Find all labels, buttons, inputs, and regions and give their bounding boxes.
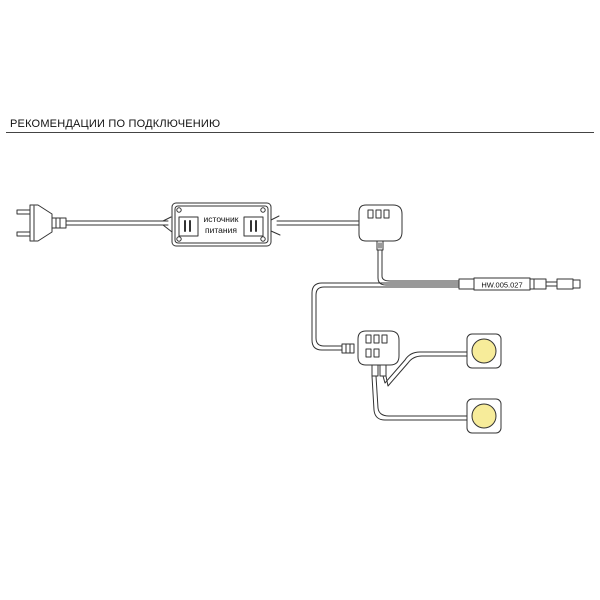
mains-cable (65, 216, 173, 233)
power-supply: источник питания (171, 202, 272, 247)
switch-cable (377, 249, 460, 286)
switch-label: HW.005.027 (481, 281, 522, 290)
lamp-cables (371, 351, 468, 421)
plug-icon (16, 204, 67, 242)
power-supply-label-line1: источник (204, 214, 239, 224)
sensor-switch: HW.005.027 (458, 277, 581, 291)
loop-cable (311, 282, 460, 351)
led-lamp-top (466, 333, 502, 369)
diagram-heading: РЕКОМЕНДАЦИИ ПО ПОДКЛЮЧЕНИЮ (10, 118, 221, 130)
power-supply-label-line2: питания (205, 225, 237, 235)
led-lamp-bottom (466, 398, 502, 434)
distributor-top (358, 204, 403, 251)
heading-rule (6, 132, 594, 133)
output-cable (270, 215, 361, 236)
distributor-bottom (341, 330, 400, 377)
